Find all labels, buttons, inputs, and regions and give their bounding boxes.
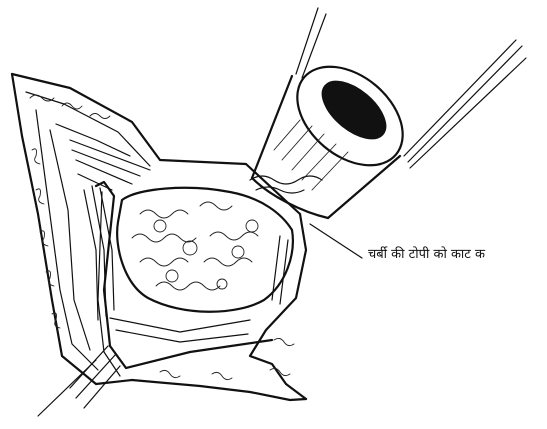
retractor-instrument: [38, 182, 272, 416]
callout-leader-line: [310, 224, 362, 258]
skin-flap-outline: [12, 74, 306, 400]
fatty-mass: [117, 188, 293, 312]
annotation-label: चर्बी की टोपी को काट क: [368, 248, 485, 261]
